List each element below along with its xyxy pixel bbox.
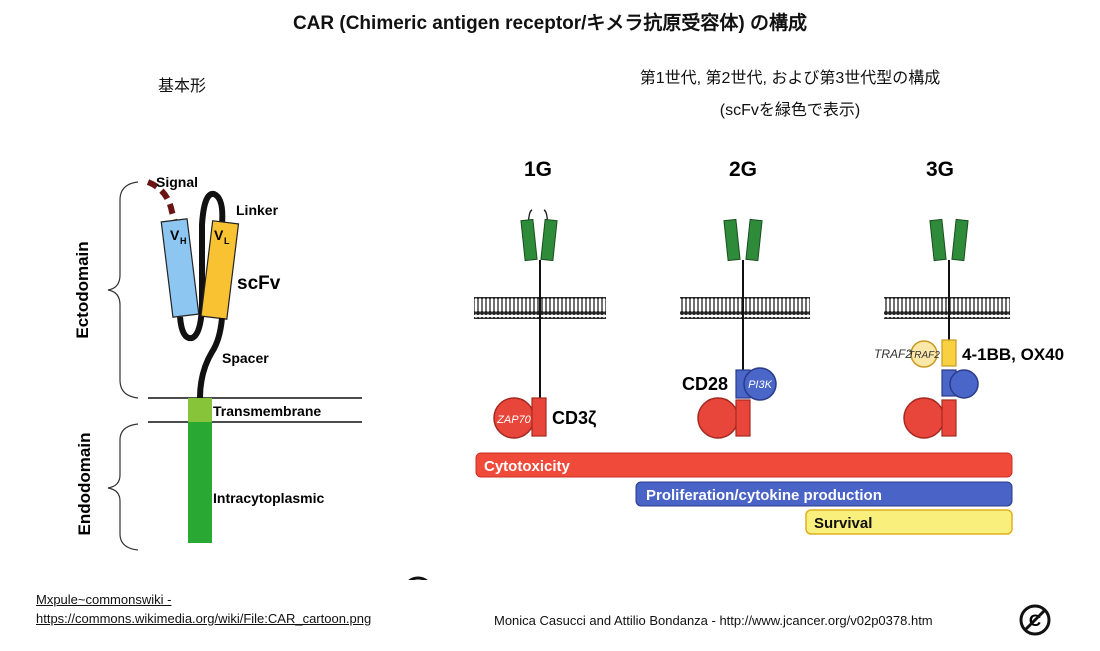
bar-cytotoxicity [475, 452, 1013, 478]
cd3z-domain [531, 397, 547, 437]
gen-1g-label: 1G [524, 158, 552, 181]
pi3k-label: PI3K [748, 379, 773, 391]
costim-domain [941, 339, 957, 367]
bar-proliferation-label: Proliferation/cytokine production [646, 487, 882, 504]
intracytoplasmic-label: Intracytoplasmic [213, 490, 324, 506]
car-1g: ZAP70 CD3ζ [474, 209, 606, 439]
ectodomain-label: Ectodomain [73, 241, 92, 338]
vh-domain [160, 218, 200, 318]
public-domain-icon: C [1019, 604, 1051, 636]
bar-cytotoxicity-label: Cytotoxicity [484, 458, 571, 475]
car-3g: TRAF2 TRAF2 4-1BB, OX40 [874, 218, 1064, 439]
bar-survival-label: Survival [814, 515, 872, 532]
bar-survival [805, 509, 1013, 535]
car-basic-diagram: Signal Linker V H V L scFv Spacer Transm… [73, 174, 428, 580]
cd28-label: CD28 [682, 374, 728, 394]
vl-sub-label: L [224, 236, 230, 246]
zap70-3g-circle [903, 397, 945, 439]
car-generations-diagram: 1G 2G 3G ZAP70 CD3ζ PI3K CD28 TRAF2 TRAF [474, 158, 1064, 535]
endodomain-label: Endodomain [75, 433, 94, 536]
signal-label: Signal [156, 174, 198, 190]
ectodomain-brace [107, 181, 139, 399]
car-2g: PI3K CD28 [680, 218, 810, 439]
traf2-circle [910, 340, 938, 368]
page-title: CAR (Chimeric antigen receptor/キメラ抗原受容体)… [292, 13, 808, 34]
gen-2g-label: 2G [729, 158, 757, 181]
traf2-inner: TRAF2 [908, 350, 940, 361]
linker-loop [177, 190, 226, 342]
intracytoplasmic-domain [188, 422, 212, 543]
transmembrane-domain [188, 398, 212, 422]
right-subtitle-line2: (scFvを緑色で表示) [719, 102, 861, 119]
cd3z-2g-domain [735, 399, 751, 437]
vh-label: V [170, 227, 180, 243]
bar-proliferation [635, 481, 1013, 507]
signal-peptide [146, 179, 179, 227]
zap70-label: ZAP70 [496, 414, 532, 426]
vl-label: V [214, 227, 224, 243]
left-credit-author[interactable]: Mxpule~commonswiki - [36, 592, 172, 607]
left-credit-link[interactable]: https://commons.wikimedia.org/wiki/File:… [36, 611, 372, 626]
pi3k-3g-circle [949, 369, 979, 399]
spacer-label: Spacer [222, 350, 269, 366]
spacer [197, 317, 225, 399]
endodomain-brace [107, 423, 139, 551]
pi3k-circle [743, 367, 777, 401]
vh-sub-label: H [180, 236, 187, 246]
public-domain-icon: C [408, 576, 428, 580]
cd3z-3g-domain [941, 399, 957, 437]
transmembrane-label: Transmembrane [213, 403, 321, 419]
scfv-label: scFv [237, 273, 281, 294]
zap70-2g-circle [697, 397, 739, 439]
right-credit: Monica Casucci and Attilio Bondanza - ht… [494, 613, 933, 628]
traf2-label: TRAF2 [874, 347, 912, 361]
vl-domain [200, 220, 240, 320]
costim-label: 4-1BB, OX40 [962, 345, 1064, 364]
gen-3g-label: 3G [926, 158, 954, 181]
cd3z-label: CD3ζ [552, 408, 596, 429]
right-subtitle-line1: 第1世代, 第2世代, および第3世代型の構成 [639, 70, 941, 87]
left-subtitle: 基本形 [158, 78, 207, 95]
linker-label: Linker [236, 202, 279, 218]
